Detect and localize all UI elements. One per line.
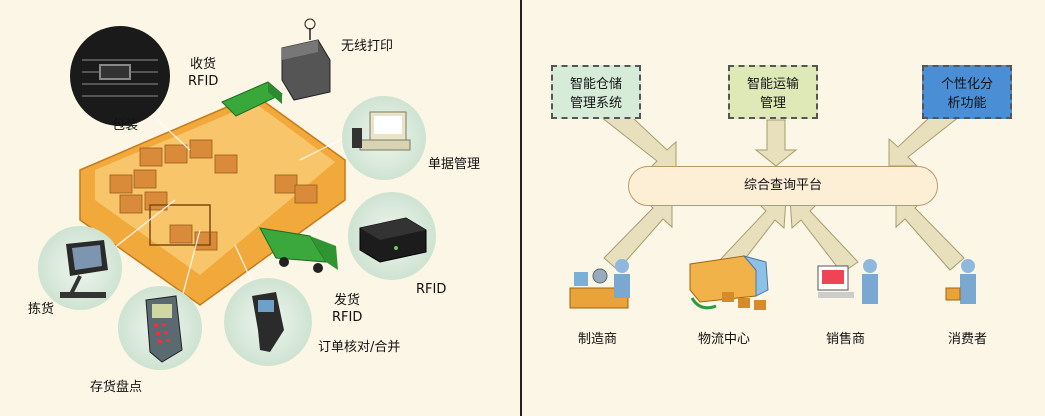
retailer-label: 销售商 bbox=[826, 332, 866, 347]
warehouse-mgmt-box: 智能仓储 管理系统 bbox=[551, 65, 641, 119]
ship-truck bbox=[259, 227, 338, 273]
warehouse-boxes bbox=[109, 139, 318, 251]
rfid-reader-icon bbox=[359, 217, 427, 263]
ship-rfid-label: 发货 RFID bbox=[332, 293, 363, 325]
wireless-print-label: 无线打印 bbox=[341, 39, 394, 54]
manufacturer-icon bbox=[569, 259, 630, 309]
inventory-count-label: 存货盘点 bbox=[90, 380, 143, 395]
picking-terminal-icon bbox=[60, 240, 108, 298]
printer-icon bbox=[281, 18, 331, 101]
analysis-box: 个性化分 析功能 bbox=[922, 65, 1012, 119]
picking-label: 拣货 bbox=[28, 302, 55, 317]
consumer-label: 消费者 bbox=[948, 332, 988, 347]
manufacturer-label: 制造商 bbox=[578, 332, 618, 347]
shelf-rack bbox=[149, 204, 211, 246]
warehouse-floor-top bbox=[95, 103, 335, 275]
packing-label: 包装 bbox=[112, 118, 139, 133]
rfid-label: RFID bbox=[416, 282, 447, 297]
logistics-center-label: 物流中心 bbox=[698, 332, 751, 347]
query-platform: 综合查询平台 bbox=[628, 166, 938, 206]
packing-icon bbox=[82, 59, 158, 97]
consumer-icon bbox=[945, 259, 976, 304]
order-check-label: 订单核对/合并 bbox=[318, 340, 401, 355]
receive-rfid-label: 收货 RFID bbox=[188, 57, 219, 89]
retailer-icon bbox=[817, 259, 878, 304]
document-icon bbox=[352, 111, 411, 151]
document-mgmt-label: 单据管理 bbox=[428, 157, 481, 172]
receive-truck bbox=[221, 81, 283, 117]
logistics-truck-icon bbox=[689, 255, 769, 310]
handheld-scanner-icon bbox=[145, 295, 183, 363]
transport-mgmt-box: 智能运输 管理 bbox=[728, 65, 818, 119]
barcode-scanner-icon bbox=[252, 292, 284, 352]
